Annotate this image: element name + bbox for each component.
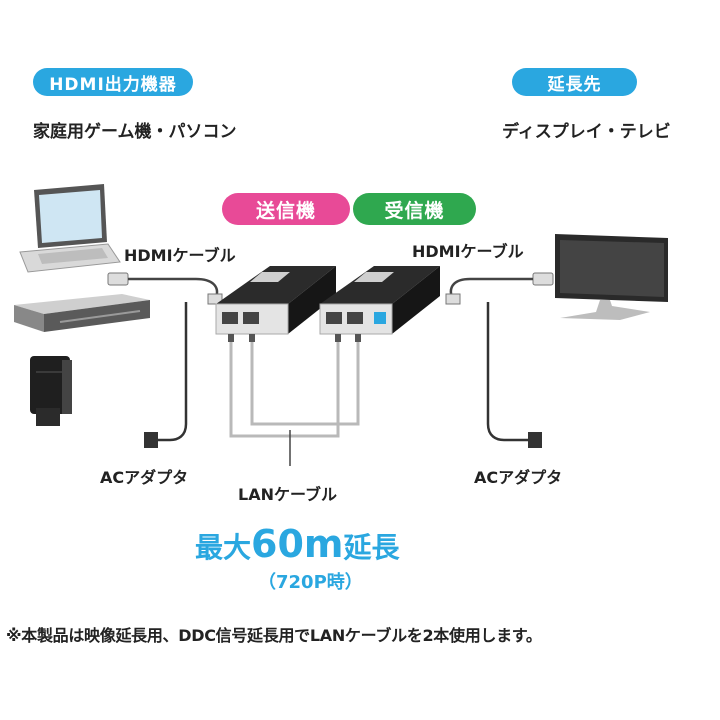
laptop-icon	[19, 184, 121, 273]
hdmi-cable-left	[107, 272, 223, 305]
headline-prefix: 最大	[195, 531, 252, 564]
tv-icon	[555, 234, 668, 320]
headline-distance: 60m	[251, 522, 344, 566]
receiver-badge: 受信機	[353, 193, 476, 225]
game-console-icon	[30, 356, 72, 426]
destination-devices: ディスプレイ・テレビ	[502, 122, 671, 142]
source-badge: HDMI出力機器	[33, 68, 193, 96]
max-distance-headline: 最大60m延長	[195, 522, 400, 566]
receiver-box	[319, 266, 440, 335]
hdmi-cable-right	[445, 272, 554, 305]
source-devices: 家庭用ゲーム機・パソコン	[33, 122, 237, 142]
headline-suffix: 延長	[343, 531, 400, 564]
lan-cables	[229, 340, 360, 466]
usage-note: ※本製品は映像延長用、DDC信号延長用でLANケーブルを2本使用します。	[6, 626, 542, 645]
transmitter-badge: 送信機	[222, 193, 350, 225]
ac-adapter-left-label: ACアダプタ	[100, 468, 189, 487]
hdmi-cable-right-label: HDMIケーブル	[412, 242, 524, 261]
ac-adapter-left	[144, 302, 188, 448]
bluray-player-icon	[14, 294, 150, 332]
headline-condition: （720P時）	[258, 572, 363, 593]
destination-badge: 延長先	[512, 68, 637, 96]
transmitter-box	[215, 266, 336, 335]
hdmi-cable-left-label: HDMIケーブル	[124, 246, 236, 265]
ac-adapter-right-label: ACアダプタ	[474, 468, 563, 487]
ac-adapter-right	[486, 302, 542, 448]
lan-cable-label: LANケーブル	[238, 485, 338, 504]
